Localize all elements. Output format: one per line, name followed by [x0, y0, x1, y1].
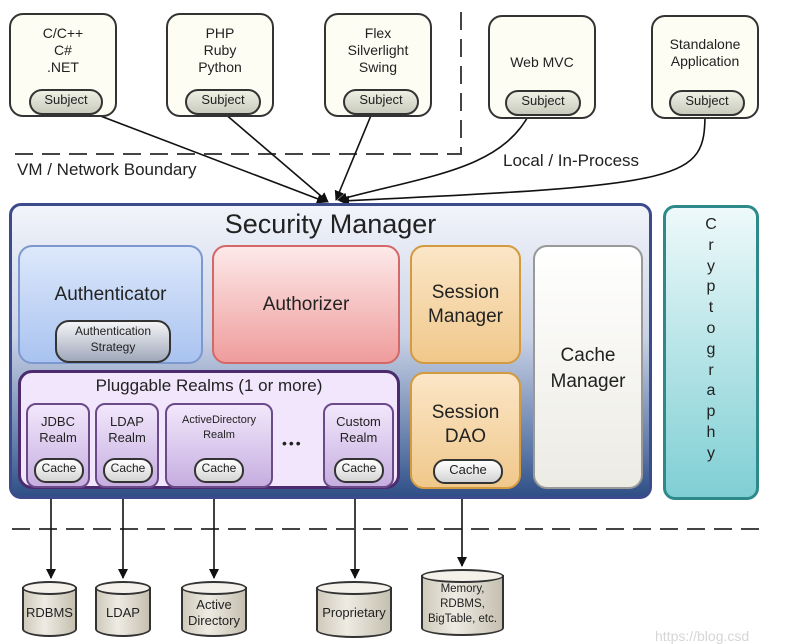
local-in-process-label: Local / In-Process: [503, 151, 640, 170]
datastore-ldap: LDAP: [95, 581, 151, 637]
session-manager-title: Session Manager: [428, 282, 503, 327]
client-label: C/C++ C# .NET: [42, 25, 84, 75]
realm-label: JDBC Realm: [39, 414, 77, 445]
vm-network-boundary-label: VM / Network Boundary: [17, 160, 197, 179]
realm-label: Custom Realm: [336, 414, 381, 445]
pluggable-realms-title: Pluggable Realms (1 or more): [95, 376, 323, 395]
realm-jdbc: JDBC Realm Cache: [26, 403, 90, 488]
realm-cache-pill: Cache: [34, 458, 84, 483]
pluggable-realms: Pluggable Realms (1 or more) JDBC Realm …: [18, 370, 400, 489]
session-dao-cache-pill: Cache: [433, 459, 503, 484]
cache-manager-title: Cache Manager: [550, 345, 626, 392]
client-php: PHP Ruby Python Subject: [166, 13, 274, 117]
subject-pill: Subject: [185, 89, 261, 115]
session-dao: Session DAO Cache: [410, 372, 521, 489]
realm-ldap: LDAP Realm Cache: [95, 403, 159, 488]
arrow-webmvc: [337, 112, 531, 203]
arrow-standalone: [339, 112, 706, 206]
client-label: PHP Ruby Python: [198, 25, 242, 75]
authenticator-title: Authenticator: [54, 284, 167, 305]
client-label: Standalone Application: [669, 36, 741, 69]
watermark: https://blog.csd: [655, 628, 750, 644]
arrow-cpp: [89, 111, 327, 204]
cache-manager: Cache Manager: [533, 245, 643, 489]
cryptography-label: C r y p t o g r a p h y: [705, 216, 717, 462]
authenticator: Authenticator Authentication Strategy: [18, 245, 203, 364]
datastore-memory: Memory, RDBMS, BigTable, etc.: [421, 569, 504, 636]
datastore-label: Memory, RDBMS, BigTable, etc.: [427, 583, 498, 625]
client-flex: Flex Silverlight Swing Subject: [324, 13, 432, 117]
arrow-php: [223, 112, 329, 203]
realm-custom: Custom Realm Cache: [323, 403, 394, 488]
authentication-strategy-pill: Authentication Strategy: [55, 320, 171, 363]
client-cpp: C/C++ C# .NET Subject: [9, 13, 117, 117]
subject-pill: Subject: [343, 89, 419, 115]
session-dao-title: Session DAO: [431, 402, 500, 447]
realm-label: LDAP Realm: [108, 414, 146, 445]
subject-pill: Subject: [505, 90, 581, 116]
authorizer: Authorizer: [212, 245, 400, 364]
datastore-rdbms: RDBMS: [22, 581, 77, 637]
client-webmvc: Web MVC Subject: [488, 15, 596, 119]
realm-cache-pill: Cache: [334, 458, 384, 483]
datastore-label: Proprietary: [322, 605, 386, 620]
session-manager: Session Manager: [410, 245, 521, 364]
subject-pill: Subject: [29, 89, 103, 115]
client-label: Flex Silverlight Swing: [347, 25, 409, 75]
subject-pill: Subject: [669, 90, 745, 116]
datastore-label: LDAP: [106, 605, 140, 620]
client-standalone: Standalone Application Subject: [651, 15, 759, 119]
datastore-proprietary: Proprietary: [316, 581, 392, 638]
realm-label: ActiveDirectory Realm: [182, 414, 256, 441]
datastore-label: RDBMS: [26, 605, 73, 620]
realm-cache-pill: Cache: [103, 458, 153, 483]
realm-activedirectory: ActiveDirectory Realm Cache: [165, 403, 273, 488]
vm-network-boundary-line: [15, 12, 462, 155]
datastore-activedirectory: Active Directory: [181, 581, 247, 637]
realms-ellipsis: •••: [282, 435, 303, 451]
datastore-label: Active Directory: [187, 597, 240, 628]
authorizer-title: Authorizer: [262, 294, 350, 315]
client-label: Web MVC: [510, 54, 574, 70]
cryptography: [663, 205, 759, 500]
realm-cache-pill: Cache: [194, 458, 244, 483]
arrow-flex: [334, 112, 373, 201]
security-manager-title: Security Manager: [224, 209, 437, 239]
